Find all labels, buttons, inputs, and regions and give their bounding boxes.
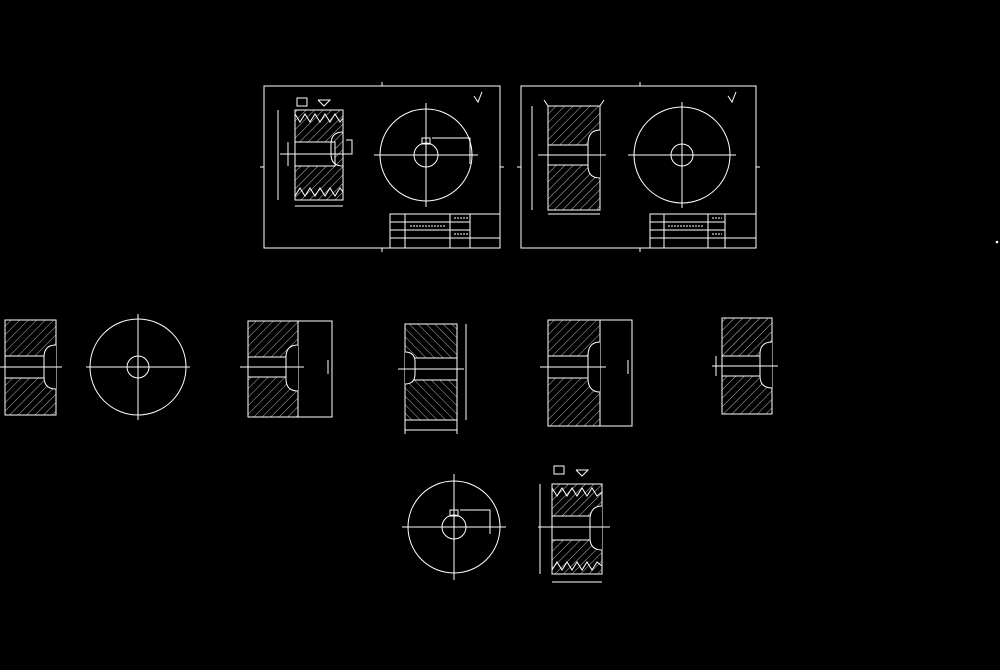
view-block-b[interactable] [240, 320, 333, 418]
drawing-sheet-2[interactable] [517, 82, 760, 252]
drawing-sheet-1[interactable] [260, 82, 504, 252]
view-block-e[interactable] [712, 317, 778, 415]
title-block-2 [649, 213, 757, 249]
hub-front-view-2 [628, 102, 736, 208]
view-circle-a[interactable] [86, 314, 190, 420]
pulley-front-view-1 [374, 103, 478, 207]
view-circle-keyed[interactable] [402, 474, 506, 580]
roughness-symbol-2 [727, 91, 737, 104]
pulley-section-view-1 [277, 97, 353, 207]
title-block-1 [389, 213, 501, 249]
view-block-d[interactable] [540, 319, 633, 427]
view-pulley-grooved[interactable] [538, 465, 610, 583]
roughness-symbol-1 [473, 91, 483, 104]
stray-point [995, 240, 999, 244]
view-block-a[interactable] [0, 319, 62, 416]
hub-section-view-2 [531, 99, 606, 215]
view-block-c[interactable] [398, 323, 467, 434]
